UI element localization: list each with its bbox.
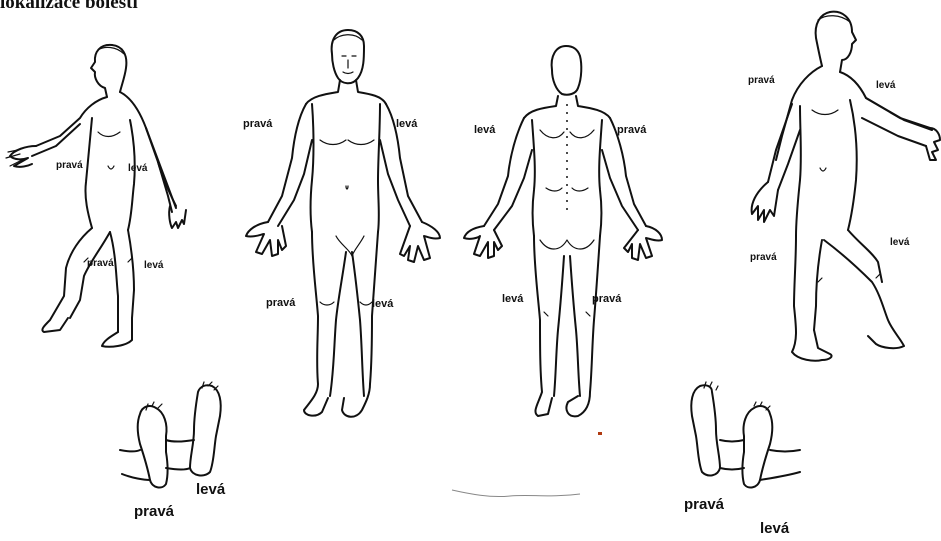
- side-figure-left: [6, 45, 186, 347]
- label-side-right-left-leg: levá: [890, 237, 909, 248]
- side-figure-right: [752, 12, 940, 361]
- scan-artifact-dot: [598, 432, 602, 435]
- feet-pair-right: [691, 382, 800, 487]
- label-feet-right-right: pravá: [684, 496, 724, 513]
- label-side-left-right: pravá: [56, 160, 83, 171]
- back-figure: [464, 46, 662, 416]
- label-side-left-right-leg: pravá: [87, 258, 114, 269]
- front-figure: [246, 30, 440, 417]
- label-front-left-arm: levá: [396, 118, 417, 130]
- label-back-left-arm: levá: [474, 124, 495, 136]
- label-side-right-right-leg: pravá: [750, 252, 777, 263]
- label-back-left-leg: levá: [502, 293, 523, 305]
- label-back-right-arm: pravá: [617, 124, 646, 136]
- label-feet-right-left: levá: [760, 520, 789, 537]
- scan-artifact-line: [452, 490, 580, 497]
- label-side-left-left: levá: [128, 163, 147, 174]
- label-front-right-arm: pravá: [243, 118, 272, 130]
- label-front-right-leg: pravá: [266, 297, 295, 309]
- label-feet-left-left: levá: [196, 481, 225, 498]
- label-feet-left-right: pravá: [134, 503, 174, 520]
- label-side-right-left: levá: [876, 80, 895, 91]
- label-back-right-leg: pravá: [592, 293, 621, 305]
- label-side-left-left-leg: levá: [144, 260, 163, 271]
- feet-pair-left: [120, 382, 221, 487]
- label-side-right-right: pravá: [748, 75, 775, 86]
- label-front-left-leg: levá: [372, 298, 393, 310]
